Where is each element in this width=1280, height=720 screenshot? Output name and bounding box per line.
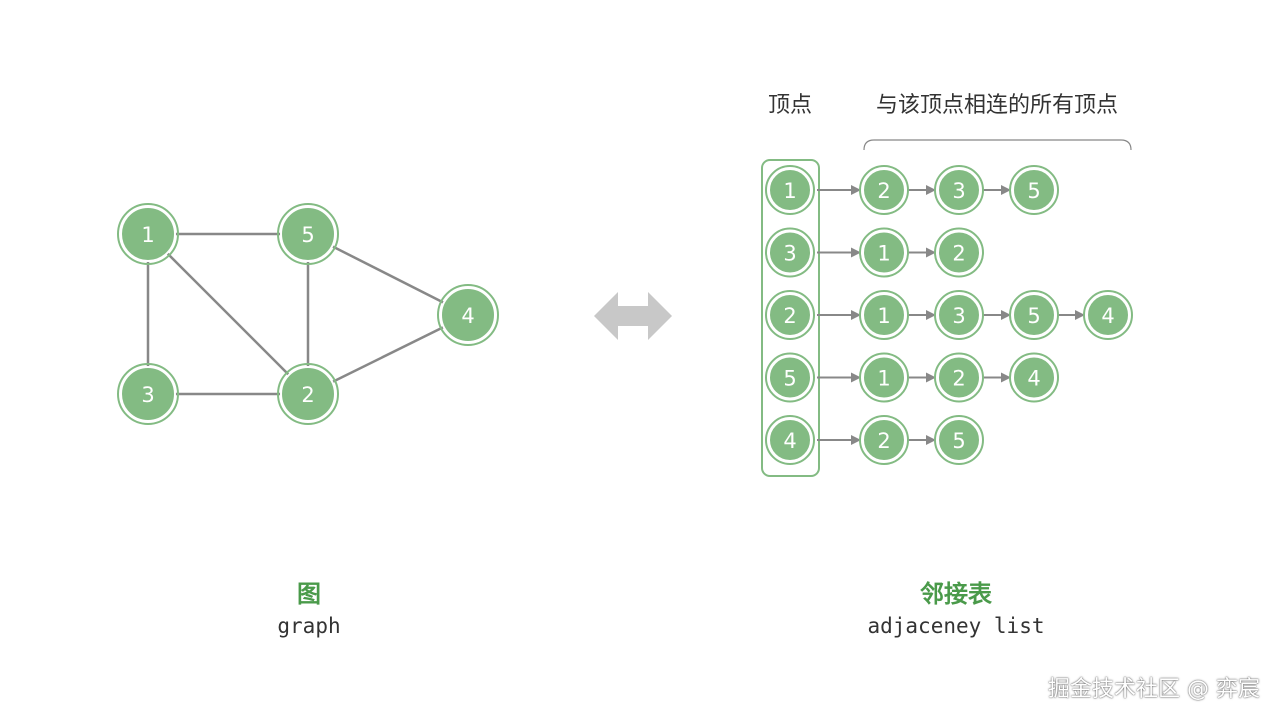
adjacency-caption-title: 邻接表: [920, 580, 992, 608]
graph-node-5: 5: [277, 203, 339, 265]
bidirectional-arrow-icon: [594, 292, 672, 340]
graph-node-2: 2: [277, 363, 339, 425]
node-label: 4: [1101, 304, 1114, 328]
watermark: 掘金技术社区 @ 弈宸: [1048, 677, 1260, 702]
graph-node-3: 3: [117, 363, 179, 425]
node-label: 3: [952, 304, 965, 328]
node-label: 4: [1027, 367, 1040, 391]
neighbor-node-3: 3: [934, 290, 984, 340]
node-label: 4: [783, 429, 796, 453]
node-label: 5: [783, 367, 796, 391]
neighbor-node-1: 1: [859, 227, 909, 278]
node-label: 2: [783, 304, 796, 328]
graph-caption-subtitle: graph: [277, 614, 341, 638]
neighbor-node-5: 5: [934, 415, 984, 465]
neighbor-node-5: 5: [1009, 165, 1059, 215]
node-label: 5: [301, 223, 314, 247]
neighbor-node-2: 2: [859, 165, 909, 215]
neighbor-node-3: 3: [934, 165, 984, 215]
node-label: 1: [783, 179, 796, 203]
vertex-node-2: 2: [765, 290, 815, 340]
graph-edge-1-2: [147, 233, 309, 395]
vertex-column-box: [761, 159, 820, 477]
node-label: 5: [952, 429, 965, 453]
graph-node-4: 4: [437, 284, 499, 346]
adjacency-nodes: 1 2 3 5 3 1 2 2 1 3 5 4 5 1 2 4 4 2 5: [765, 165, 1133, 465]
node-label: 2: [877, 429, 890, 453]
node-label: 5: [1027, 179, 1040, 203]
vertex-header: 顶点: [768, 93, 812, 118]
node-label: 5: [1027, 304, 1040, 328]
neighbor-node-5: 5: [1009, 290, 1059, 340]
vertex-node-5: 5: [765, 352, 815, 403]
neighbor-node-2: 2: [934, 227, 984, 278]
node-label: 1: [877, 367, 890, 391]
node-label: 1: [141, 223, 154, 247]
adjacency-caption-subtitle: adjaceney list: [867, 614, 1045, 638]
neighbor-node-4: 4: [1083, 290, 1133, 340]
node-label: 2: [301, 383, 314, 407]
adjacency-arrows: [817, 185, 1085, 445]
neighbors-brace: [863, 139, 1132, 151]
graph-node-1: 1: [117, 203, 179, 265]
node-label: 3: [952, 179, 965, 203]
node-label: 3: [783, 242, 796, 266]
node-label: 2: [952, 242, 965, 266]
neighbors-header: 与该顶点相连的所有顶点: [876, 93, 1118, 118]
node-label: 2: [952, 367, 965, 391]
neighbor-node-2: 2: [859, 415, 909, 465]
neighbor-node-1: 1: [859, 352, 909, 403]
graph-caption-title: 图: [297, 580, 321, 608]
vertex-node-1: 1: [765, 165, 815, 215]
node-label: 3: [141, 383, 154, 407]
neighbor-node-2: 2: [934, 352, 984, 403]
neighbor-node-1: 1: [859, 290, 909, 340]
node-label: 1: [877, 242, 890, 266]
vertex-node-3: 3: [765, 227, 815, 278]
vertex-node-4: 4: [765, 415, 815, 465]
node-label: 1: [877, 304, 890, 328]
node-label: 4: [461, 304, 474, 328]
graph-nodes: 1 5 4 3 2: [117, 203, 499, 425]
neighbor-node-4: 4: [1009, 352, 1059, 403]
node-label: 2: [877, 179, 890, 203]
